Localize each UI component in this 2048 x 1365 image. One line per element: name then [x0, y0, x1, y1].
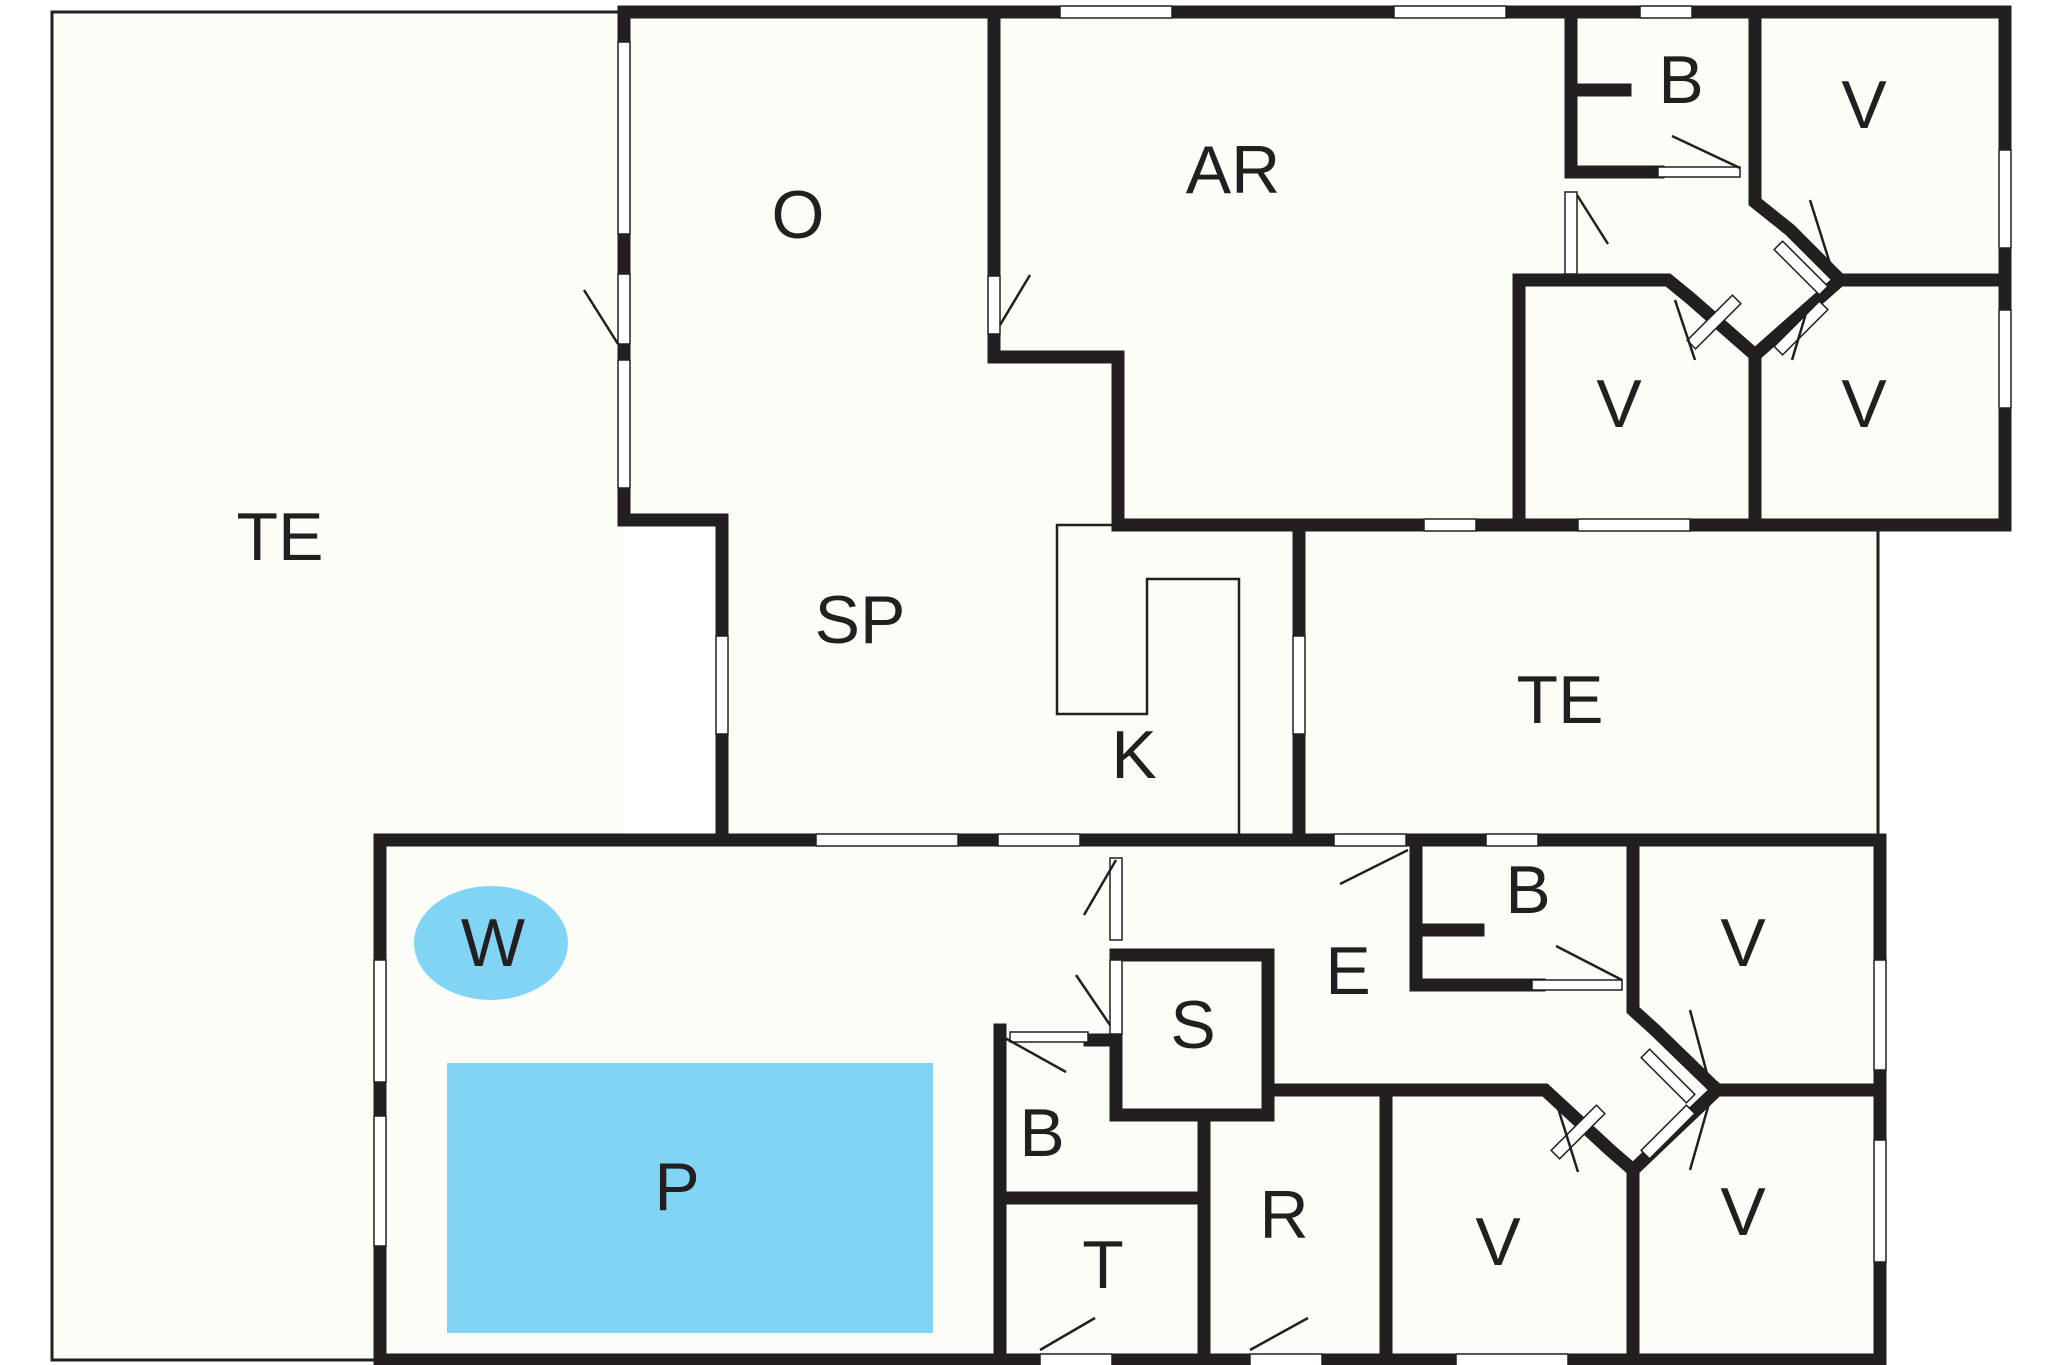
kitchen-counter	[1055, 523, 1241, 840]
room-label-pool: P	[654, 1149, 699, 1225]
room-label-bedroom-s-center: V	[1475, 1204, 1521, 1280]
room-label-r: R	[1259, 1177, 1308, 1253]
room-label-bedroom-se-upper: V	[1720, 905, 1766, 981]
room-label-ar: AR	[1186, 132, 1280, 208]
room-label-o: O	[772, 177, 825, 253]
windows	[373, 5, 2012, 1365]
terrace-outlines	[50, 10, 1880, 1362]
room-label-bath-south: B	[1019, 1095, 1064, 1171]
room-label-sp: SP	[815, 582, 906, 658]
room-label-s: S	[1170, 987, 1215, 1063]
pool-shape	[447, 1063, 933, 1333]
room-label-terrace-east: TE	[1517, 662, 1604, 738]
room-label-bedroom-n-center: V	[1596, 366, 1642, 442]
room-label-bedroom-s-east: V	[1720, 1174, 1766, 1250]
room-label-bedroom-ne: V	[1841, 67, 1887, 143]
room-label-terrace-west: TE	[237, 499, 324, 575]
room-label-hot-tub: W	[461, 905, 525, 981]
room-labels: TE O AR B V V V SP K TE W P B V E S B R …	[237, 42, 1888, 1303]
room-label-k: K	[1111, 717, 1156, 793]
room-label-t: T	[1082, 1227, 1124, 1303]
room-label-e: E	[1325, 933, 1370, 1009]
room-label-bedroom-n-east: V	[1841, 366, 1887, 442]
door-swings	[582, 134, 1834, 1352]
hot-tub-shape	[414, 886, 568, 1000]
room-label-bath-south-entry: B	[1505, 852, 1550, 928]
room-label-bath-north: B	[1658, 42, 1703, 118]
floor-areas	[52, 12, 2005, 1360]
